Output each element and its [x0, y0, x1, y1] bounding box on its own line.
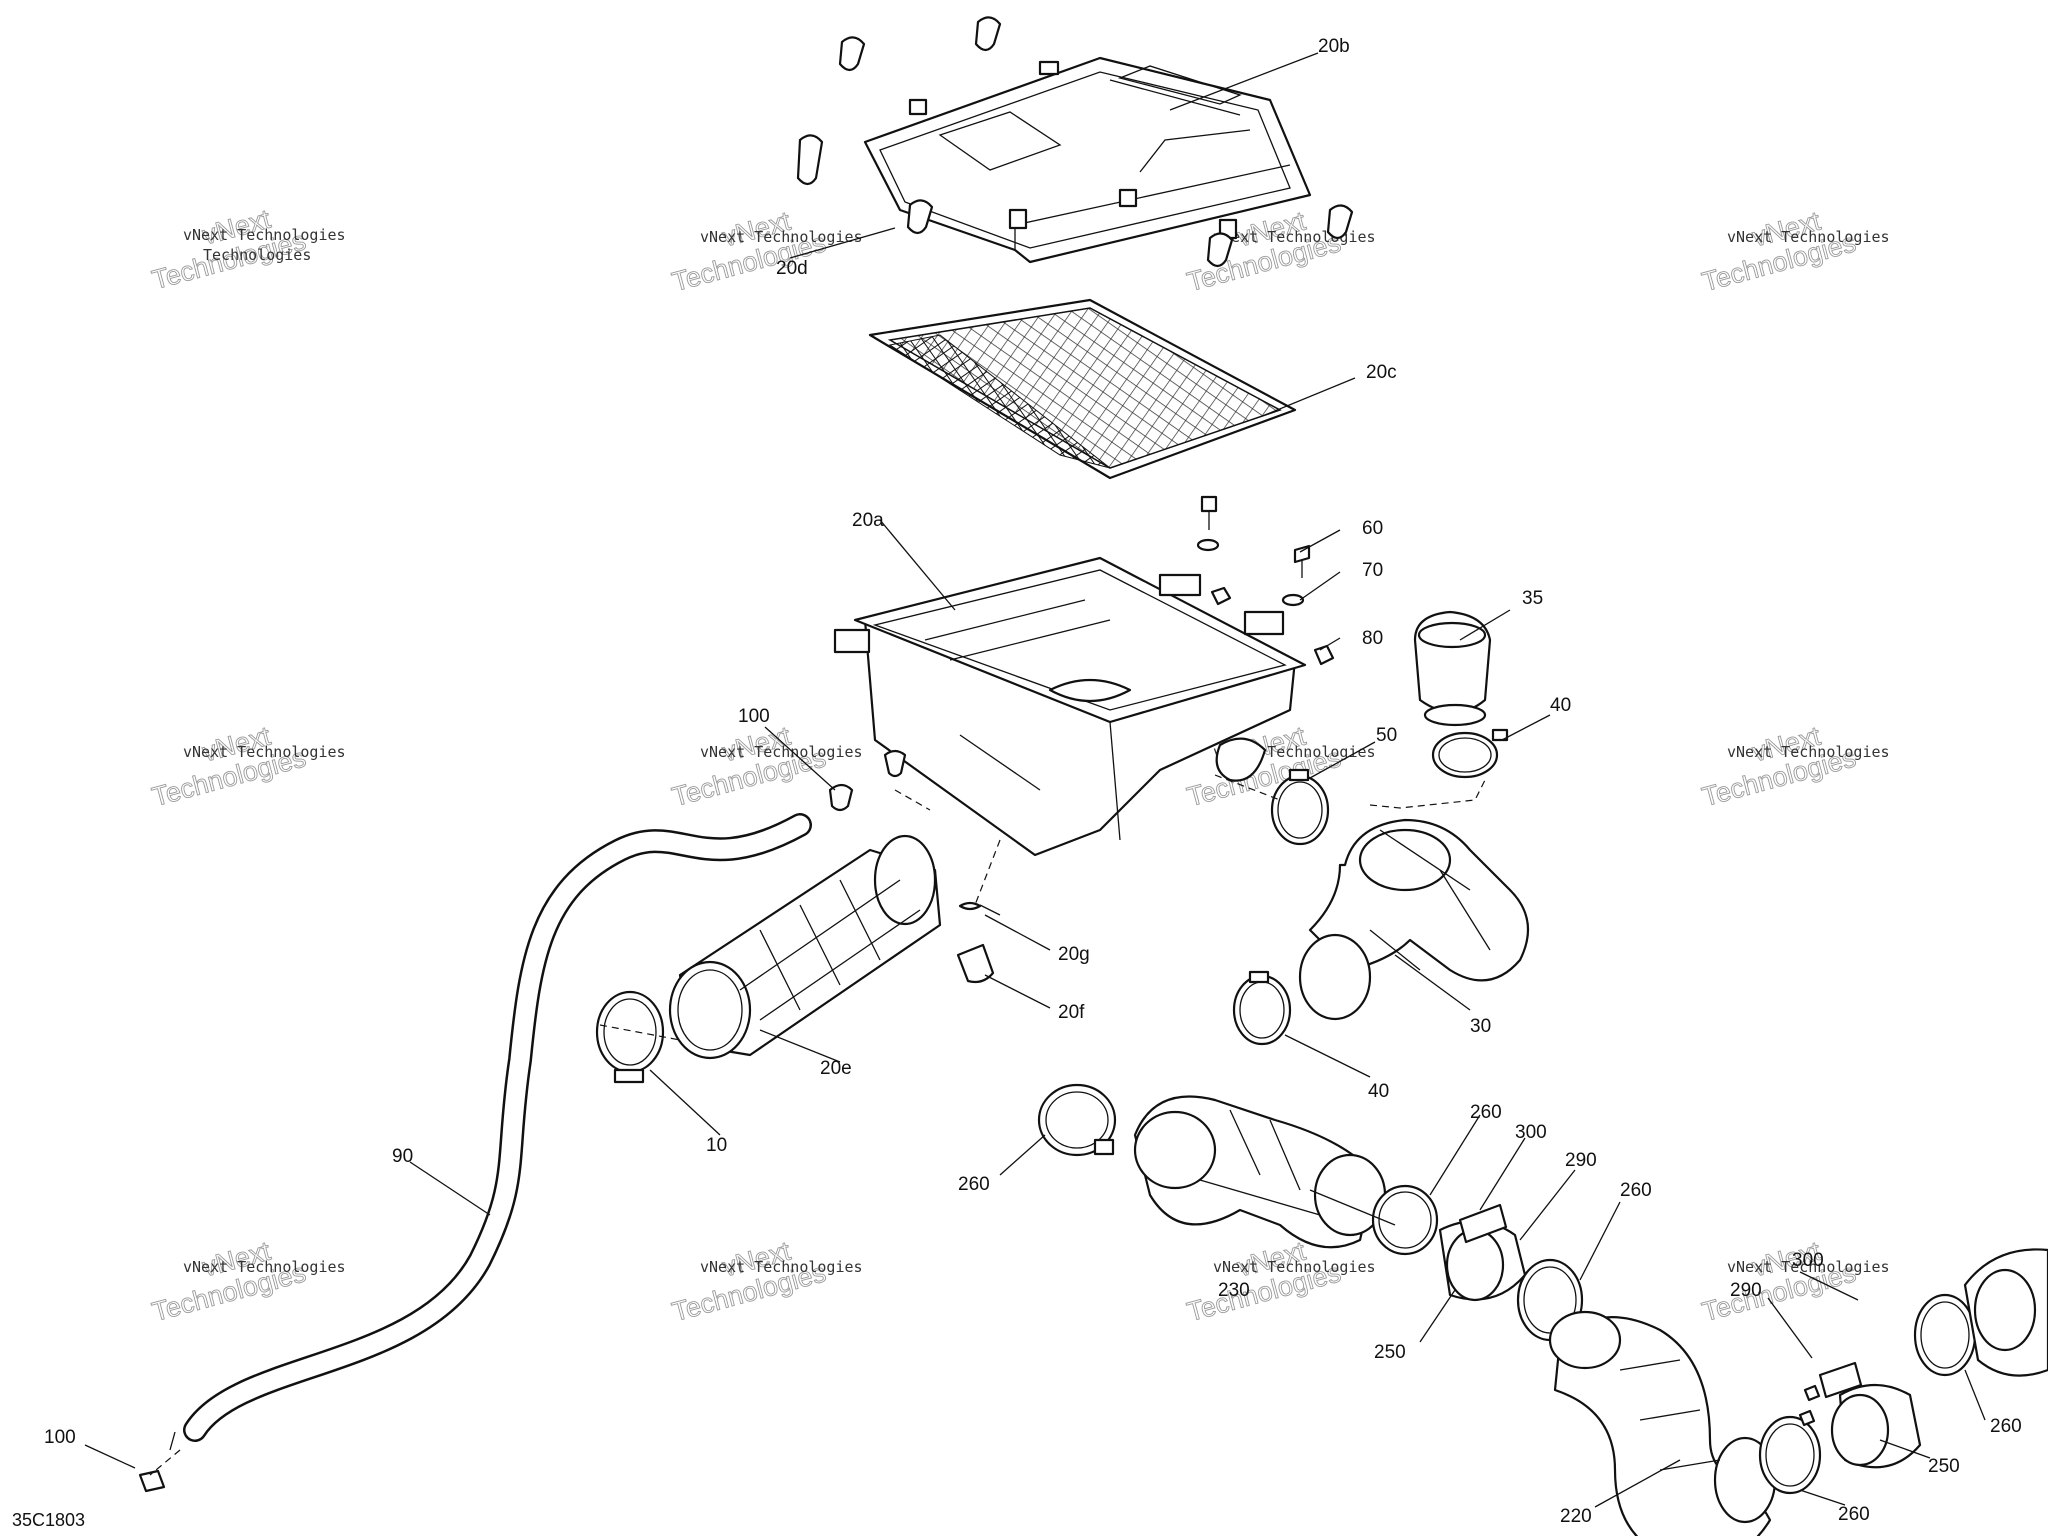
callout-label: 250 [1374, 1342, 1406, 1363]
fasteners [1196, 495, 1335, 666]
callout-label: 60 [1362, 518, 1383, 539]
breather-hose [169, 813, 812, 1451]
callout-label: 20g [1058, 944, 1090, 965]
watermark-text: vNext Technologies [700, 228, 863, 246]
cover-clips [796, 16, 1354, 268]
watermark-text: vNext Technologies [1727, 1258, 1890, 1276]
elbow-220 [1548, 1310, 1777, 1536]
callout-label: 300 [1792, 1250, 1824, 1271]
watermark-12: vNext Technologies [1699, 1235, 1860, 1327]
callout-label: 20d [776, 258, 808, 279]
watermark-text: vNext Technologies [1213, 228, 1376, 246]
callout-label: 260 [1838, 1504, 1870, 1525]
clamp-260-lower [1758, 1415, 1822, 1495]
adapter-250-mid [1438, 1203, 1527, 1302]
hose-clamps-100 [138, 783, 854, 1493]
leader-lines [84, 52, 1986, 1508]
callout-label: 40 [1368, 1081, 1389, 1102]
callout-label: 250 [1928, 1456, 1960, 1477]
callout-label: 290 [1565, 1150, 1597, 1171]
callout-label: 260 [1620, 1180, 1652, 1201]
callout-label: 90 [392, 1146, 413, 1167]
watermark-10: vNext Technologies [669, 1235, 830, 1327]
clamp-260-left [1037, 1083, 1117, 1157]
callout-label: 20b [1318, 36, 1350, 57]
inlet-hose-20e [668, 834, 942, 1060]
watermark-text: vNext Technologies [1727, 228, 1890, 246]
callout-label: 50 [1376, 725, 1397, 746]
clamp-40-upper [1431, 728, 1509, 779]
airbox-base [833, 556, 1307, 857]
callout-label: 260 [1990, 1416, 2022, 1437]
callout-label: 300 [1515, 1122, 1547, 1143]
callout-label: 80 [1362, 628, 1383, 649]
watermark-text: vNext Technologies [183, 1258, 346, 1276]
filter-cap [1413, 610, 1492, 727]
clamp-40-lower [1232, 970, 1292, 1046]
watermark-2: vNext Technologies [669, 205, 830, 297]
callout-labels: 20b 20d 20c 20a 60 70 80 35 40 100 50 20… [44, 36, 2022, 1527]
clamp-260-mid [1371, 1184, 1439, 1256]
callout-label: 30 [1470, 1016, 1491, 1037]
clamp-260-far [1913, 1293, 1977, 1377]
callout-label: 220 [1560, 1506, 1592, 1527]
callout-label: 35 [1522, 588, 1543, 609]
watermark-5: vNext Technologies [149, 720, 310, 812]
air-filter [868, 298, 1297, 480]
watermark-text: vNext Technologies [1727, 743, 1890, 761]
duct-end-right [1963, 1248, 2048, 1377]
watermark-text: vNext Technologies [183, 226, 346, 244]
clamp-50 [1270, 768, 1330, 846]
watermark-text: vNext Technologies [1213, 1258, 1376, 1276]
watermark-text: vNext Technologies [700, 1258, 863, 1276]
callout-label: 290 [1730, 1280, 1762, 1301]
watermark-text: vNext Technologies [700, 743, 863, 761]
callout-label: 260 [1470, 1102, 1502, 1123]
callout-label: 10 [706, 1135, 727, 1156]
alignment-lines [599, 774, 1486, 1041]
callout-label: 70 [1362, 560, 1383, 581]
duct-230 [1133, 1095, 1387, 1249]
callout-label: 100 [738, 706, 770, 727]
clamp-10 [595, 990, 665, 1084]
watermark-4: vNext Technologies [1699, 205, 1860, 297]
intake-boot-30 [1298, 818, 1530, 1021]
watermark-8: vNext Technologies [1699, 720, 1860, 812]
callout-label: 40 [1550, 695, 1571, 716]
drain-valve [956, 901, 1001, 984]
watermark-9: vNext Technologies [149, 1235, 310, 1327]
watermark-text: Technologies [203, 246, 311, 264]
callout-label: 20c [1366, 362, 1397, 383]
callout-label: 260 [958, 1174, 990, 1195]
callout-label: 20f [1058, 1002, 1085, 1023]
drawing-code: 35C1803 [12, 1510, 86, 1530]
callout-label: 20a [852, 510, 884, 531]
watermark-text: vNext Technologies [183, 743, 346, 761]
callout-label: 100 [44, 1427, 76, 1448]
callout-label: 230 [1218, 1280, 1250, 1301]
callout-label: 20e [820, 1058, 852, 1079]
